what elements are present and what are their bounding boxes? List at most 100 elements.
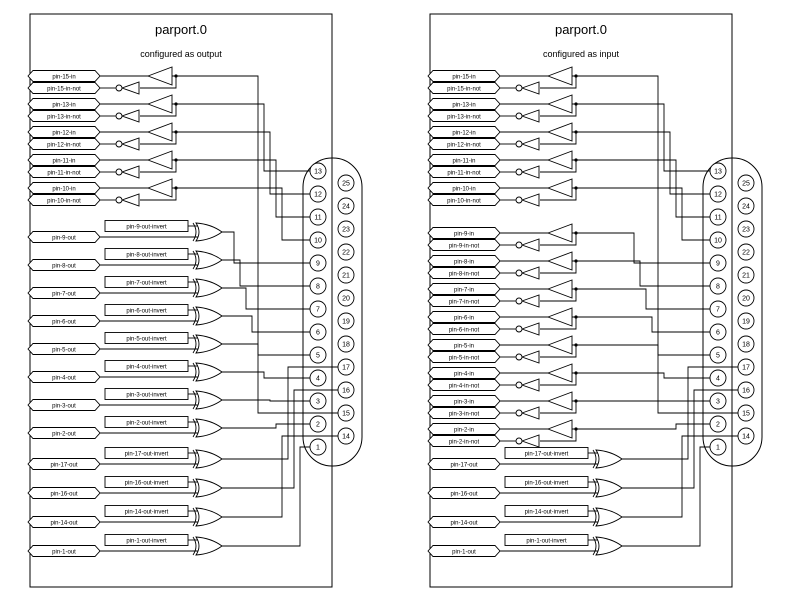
buffer-icon [146, 150, 173, 170]
pin-label-box [27, 287, 101, 299]
pin-label: pin-3-in-not [449, 411, 480, 417]
inverter-bubble [515, 381, 523, 389]
inverter-icon [520, 350, 540, 364]
invert-param-box [104, 447, 189, 459]
connector-pin [737, 197, 755, 215]
inverter-icon [520, 109, 540, 123]
wire-to-connector [172, 103, 310, 172]
wire-inverter-tap [540, 429, 577, 442]
xor-input-arc [192, 250, 197, 270]
xor-gate-icon [195, 478, 223, 498]
connector-pin [737, 220, 755, 238]
pin-label-box [427, 458, 501, 470]
xor-input-arc [192, 278, 197, 298]
pin-label-box [427, 70, 501, 82]
buffer-icon [546, 251, 573, 271]
pin-label-box [27, 182, 101, 194]
pin-label-box [427, 339, 501, 351]
pin-label: pin-12-in [452, 130, 475, 136]
connector-pin-number: 22 [342, 250, 350, 257]
pin-label-box [427, 82, 501, 94]
connector-pin [337, 174, 355, 192]
pin-label: pin-9-out [52, 235, 76, 241]
pin-label-box [427, 407, 501, 419]
invert-param-label: pin-17-out-invert [125, 451, 169, 457]
pin-label-box [27, 166, 101, 178]
xor-input-arc [192, 418, 197, 438]
inverter-bubble [115, 84, 123, 92]
wire-to-connector [222, 423, 310, 429]
wire-junction [574, 74, 578, 78]
xor-input-arc [592, 536, 597, 556]
connector-pin [709, 231, 727, 249]
xor-input-arc [192, 222, 197, 242]
xor-gate-icon [595, 536, 623, 556]
invert-param-label: pin-9-out-invert [126, 224, 167, 230]
inverter-icon [120, 165, 140, 179]
xor-gate-icon [195, 449, 223, 469]
inverter-icon [520, 266, 540, 280]
buffer-icon [546, 363, 573, 383]
panel-title: parport.0 [555, 22, 607, 37]
connector-pin [709, 277, 727, 295]
connector-pin [737, 312, 755, 330]
wire-junction [174, 158, 178, 162]
pin-label-box [27, 516, 101, 528]
xor-input-arc [592, 507, 597, 527]
pin-label-box [427, 423, 501, 435]
wire-to-connector [222, 315, 310, 333]
pin-label: pin-16-out [50, 491, 77, 497]
connector-pin [737, 358, 755, 376]
xor-input-arc [192, 478, 197, 498]
connector-pin [737, 335, 755, 353]
wire-inverter-tap [540, 261, 577, 274]
connector-pin [709, 392, 727, 410]
connector-pin-number: 10 [714, 238, 722, 245]
wire-inverter-tap [140, 104, 177, 117]
wire-inverter-tap [140, 132, 177, 145]
pin-label-box [427, 255, 501, 267]
connector-pin-number: 13 [314, 169, 322, 176]
pin-label-box [27, 427, 101, 439]
pin-label-box [27, 138, 101, 150]
xor-gate-icon [195, 390, 223, 410]
component-box [29, 13, 333, 588]
inverter-bubble [115, 112, 123, 120]
pin-label: pin-1-out [52, 549, 76, 555]
buffer-icon [546, 223, 573, 243]
pin-label-box [427, 154, 501, 166]
connector-pin-number: 12 [714, 192, 722, 199]
pin-label: pin-6-out [52, 319, 76, 325]
wire-junction [174, 74, 178, 78]
xor-gate-icon [195, 536, 223, 556]
connector-pin-number: 12 [314, 192, 322, 199]
invert-param-box [504, 505, 589, 517]
connector-pin-number: 24 [742, 204, 750, 211]
pin-label-box [427, 126, 501, 138]
pin-label: pin-15-in [52, 74, 75, 80]
invert-param-label: pin-16-out-invert [525, 480, 569, 486]
connector-pin-number: 23 [742, 227, 750, 234]
invert-param-box [104, 304, 189, 316]
wire-junction [574, 158, 578, 162]
xor-gate-icon [195, 306, 223, 326]
wire-junction [174, 102, 178, 106]
inverter-bubble [515, 84, 523, 92]
connector-pin [309, 392, 327, 410]
connector-pin [709, 346, 727, 364]
wire-inverter-tap [540, 317, 577, 330]
buffer-icon [546, 307, 573, 327]
connector-pin [737, 427, 755, 445]
pin-label-box [427, 239, 501, 251]
pin-label: pin-13-in-not [47, 114, 81, 120]
connector-pin-number: 15 [742, 411, 750, 418]
connector-pin [337, 381, 355, 399]
pin-label-box [27, 458, 101, 470]
inverter-icon [520, 434, 540, 448]
pin-label: pin-4-in-not [449, 383, 480, 389]
pin-label-box [27, 110, 101, 122]
connector-pin [709, 185, 727, 203]
pin-label: pin-12-in-not [47, 142, 81, 148]
pin-label-box [427, 379, 501, 391]
